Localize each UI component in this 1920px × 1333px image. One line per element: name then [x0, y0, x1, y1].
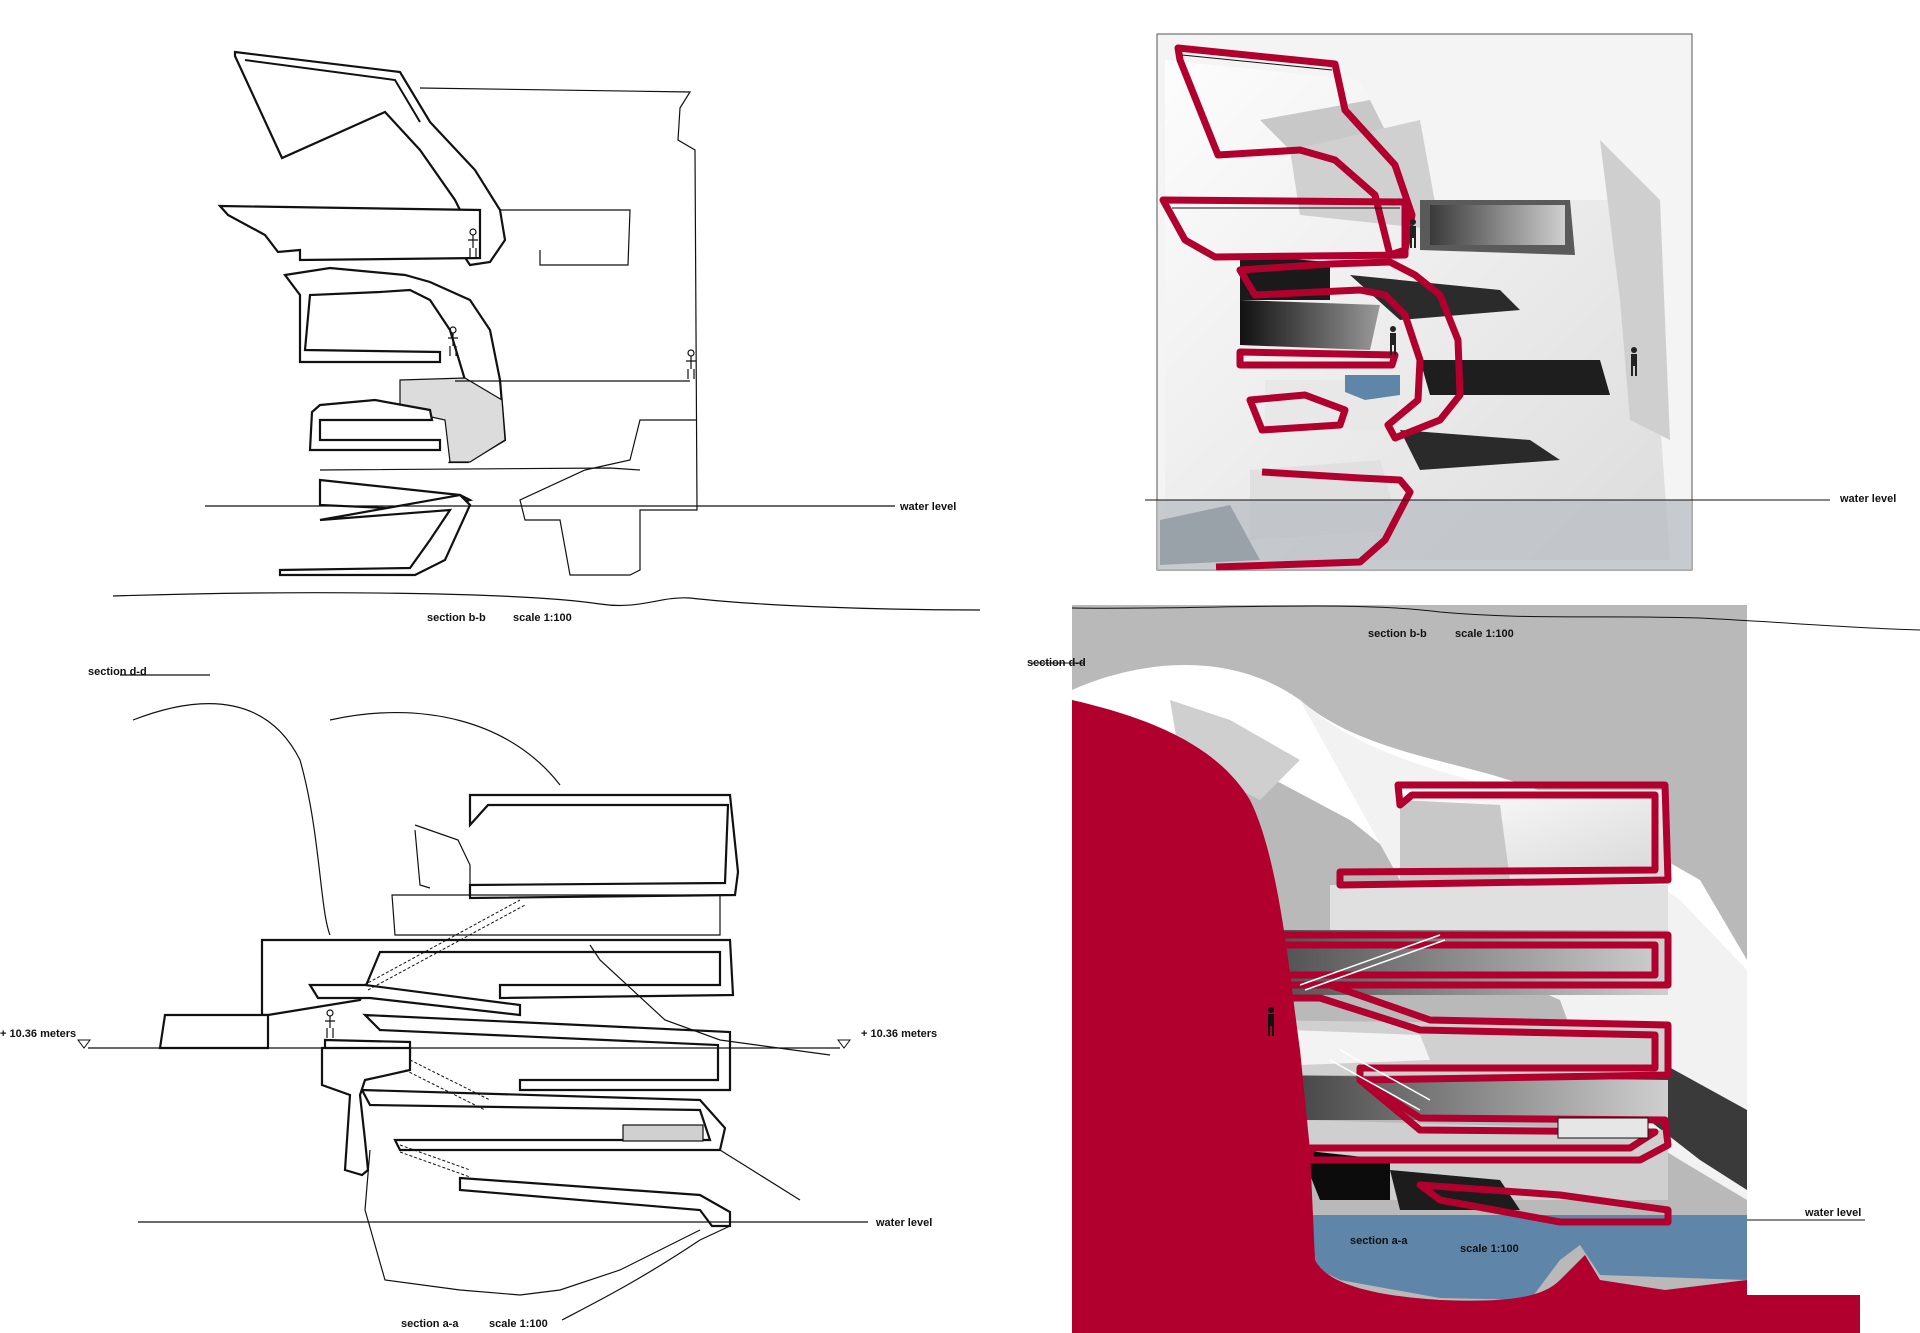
- scale-label-br-top: scale 1:100: [1455, 628, 1514, 640]
- scale-label-tl: scale 1:100: [513, 612, 572, 624]
- elevation-label-left: + 10.36 meters: [0, 1028, 76, 1040]
- water-level-label-br: water level: [1804, 1207, 1861, 1219]
- section-dd-label-bl: section d-d: [88, 666, 147, 678]
- water-level-label-tl: water level: [899, 501, 956, 513]
- section-aa-line-drawing: [77, 674, 868, 1321]
- section-bb-label-tl: section b-b: [427, 612, 486, 624]
- section-aa-label-bl: section a-a: [401, 1318, 459, 1330]
- water-level-label-bl: water level: [875, 1217, 932, 1229]
- section-bb-render: [1145, 33, 1830, 571]
- water-level-label-tr: water level: [1839, 493, 1896, 505]
- scale-label-br: scale 1:100: [1460, 1243, 1519, 1255]
- section-dd-label-br: section d-d: [1027, 657, 1086, 669]
- section-bb-line-drawing: [112, 50, 981, 611]
- section-bb-label-br: section b-b: [1368, 628, 1427, 640]
- section-aa-label-br: section a-a: [1350, 1235, 1408, 1247]
- section-aa-render: [1030, 605, 1920, 1333]
- scale-label-bl: scale 1:100: [489, 1318, 548, 1330]
- elevation-label-right: + 10.36 meters: [861, 1028, 937, 1040]
